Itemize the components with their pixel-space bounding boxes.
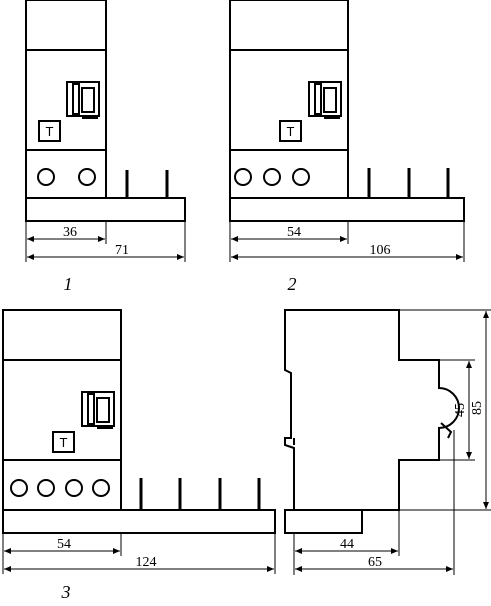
busbar-base — [229, 197, 465, 222]
terminal-screw — [78, 168, 96, 186]
test-button-box — [52, 431, 75, 453]
terminal-screw — [92, 479, 110, 497]
figure-1: T 36 71 1 — [25, 0, 186, 294]
side-view: 44 65 45 85 — [284, 309, 491, 575]
test-button-label: T — [46, 124, 54, 139]
dimension-label: 54 — [287, 225, 301, 240]
dimension-label: 71 — [115, 243, 129, 258]
side-profile-outline — [284, 309, 460, 534]
figure-number: 2 — [288, 274, 297, 294]
toggle-lever — [308, 81, 342, 119]
dimension-label: 124 — [136, 555, 157, 570]
terminal-screw — [292, 168, 310, 186]
test-button-box — [38, 120, 61, 142]
dimension-label: 44 — [340, 537, 354, 552]
terminal-screw — [37, 479, 55, 497]
test-button-label: T — [60, 435, 68, 450]
busbar-base — [25, 197, 186, 222]
figure-number: 1 — [64, 274, 73, 294]
module-body — [229, 0, 349, 199]
side-cam — [440, 422, 453, 439]
figure-3: T 54 124 3 — [2, 309, 276, 602]
dimension-label: 45 — [453, 403, 468, 417]
terminal-screw — [37, 168, 55, 186]
dimension-label: 65 — [368, 555, 382, 570]
dimension-label: 106 — [370, 243, 391, 258]
terminal-screw — [10, 479, 28, 497]
test-button-box — [279, 120, 302, 142]
terminal-screw — [65, 479, 83, 497]
dimension-label: 85 — [470, 401, 485, 415]
toggle-lever — [81, 391, 115, 429]
toggle-lever — [66, 81, 100, 119]
terminal-screw — [234, 168, 252, 186]
busbar-base — [2, 509, 276, 534]
figure-2: T 54 106 2 — [229, 0, 465, 294]
terminal-screw — [263, 168, 281, 186]
figure-number: 3 — [61, 582, 71, 602]
test-button-label: T — [287, 124, 295, 139]
dimension-label: 54 — [57, 537, 71, 552]
dimension-label: 36 — [63, 225, 77, 240]
